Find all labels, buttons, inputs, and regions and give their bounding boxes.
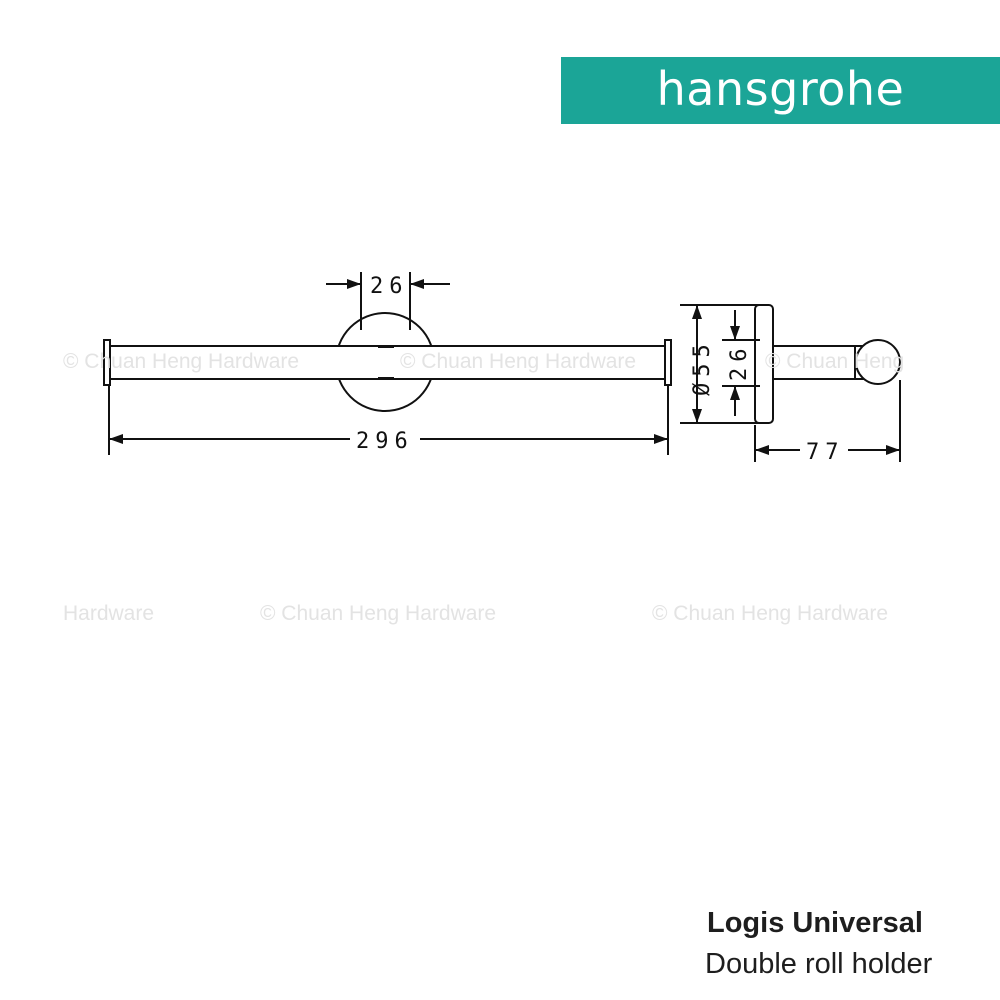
watermark: © Chuan Heng Hardware	[652, 602, 889, 625]
end-cap-left	[103, 339, 111, 386]
end-cap-right	[664, 339, 672, 386]
product-description: Double roll holder	[705, 948, 933, 980]
dim-side-flange-height-label: 26	[727, 343, 752, 382]
watermark: © Chuan Heng	[765, 350, 905, 373]
product-name: Logis Universal	[707, 907, 923, 939]
brand-bar: hansgrohe	[561, 57, 1000, 124]
watermark: Hardware	[63, 602, 155, 625]
hansgrohe-logo: hansgrohe	[656, 61, 905, 116]
dim-total-length-label: 296	[356, 429, 414, 454]
dim-projection-label: 77	[806, 440, 845, 465]
side-knob	[855, 339, 901, 385]
watermark: © Chuan Heng Hardware	[400, 350, 637, 373]
dim-flange-width-label: 26	[370, 274, 409, 299]
dim-rosette-diameter-label: Ø55	[690, 338, 715, 396]
watermark: © Chuan Heng Hardware	[63, 350, 300, 373]
watermark: © Chuan Heng Hardware	[260, 602, 497, 625]
